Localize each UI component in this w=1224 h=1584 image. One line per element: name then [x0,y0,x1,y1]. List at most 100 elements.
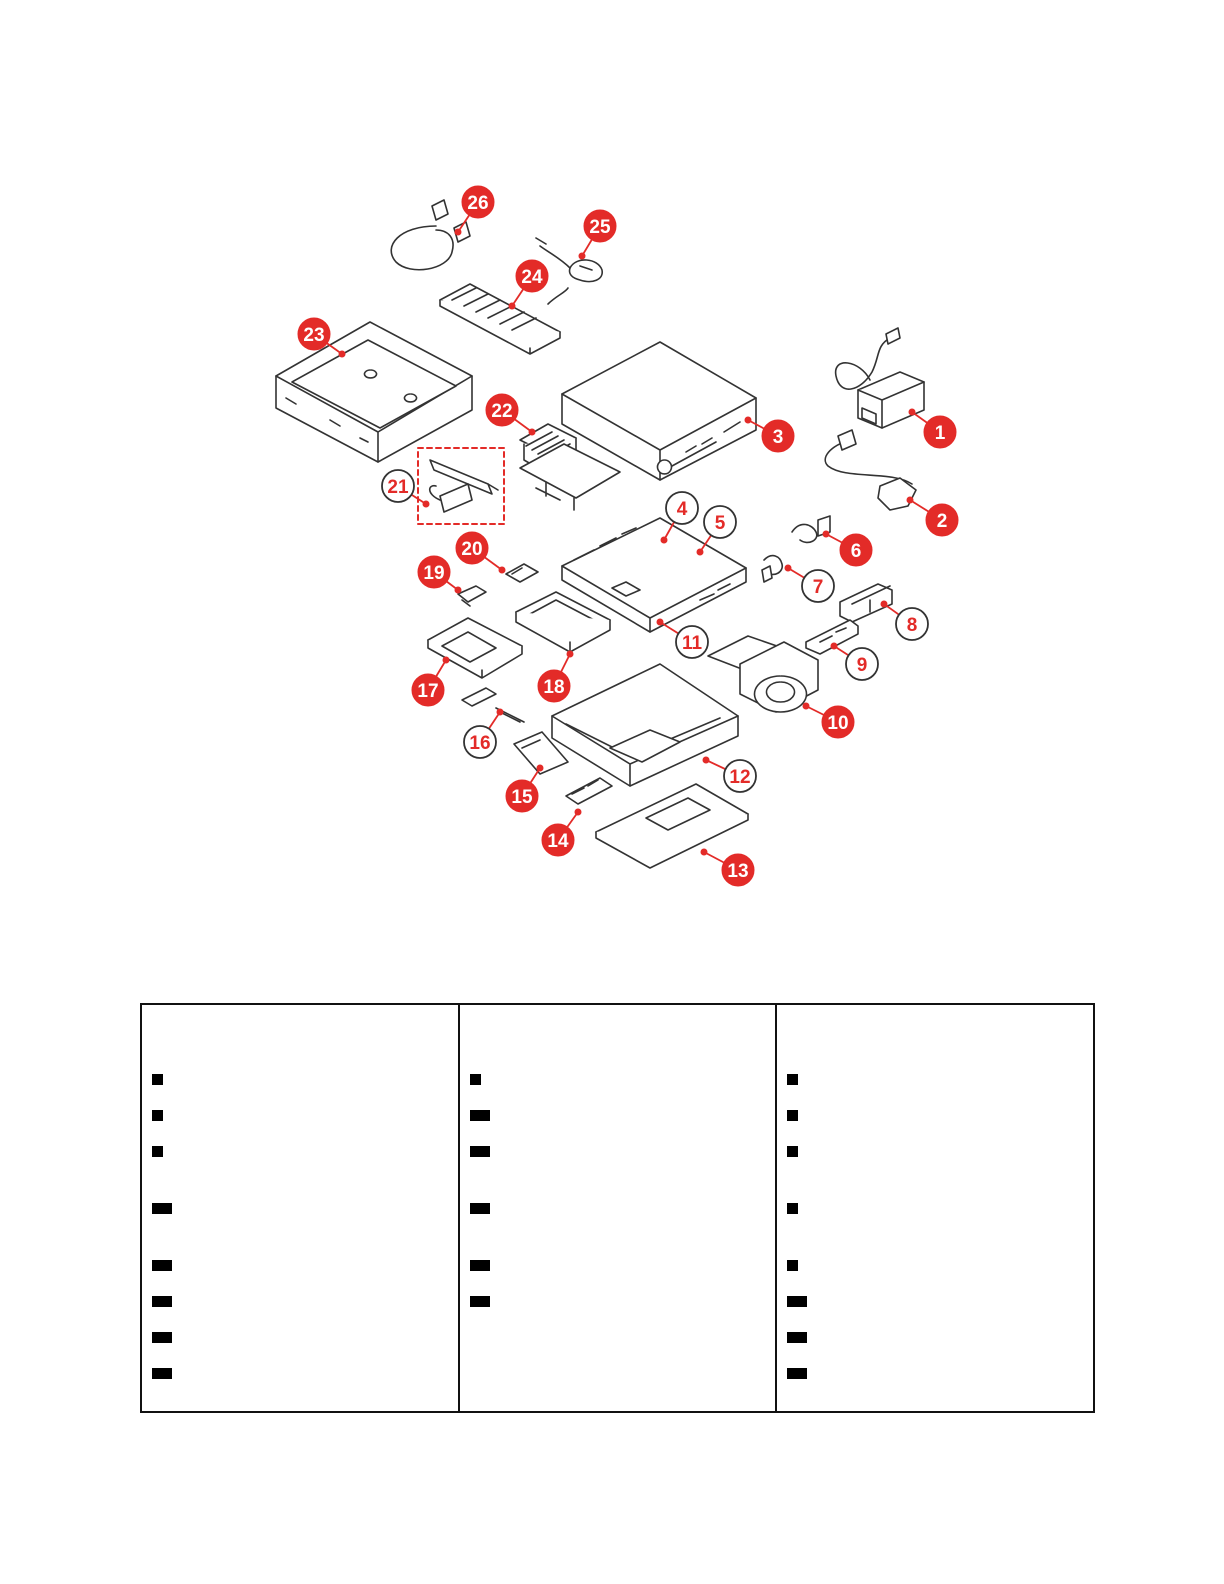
keyboard [439,283,569,355]
legend-mark [787,1203,799,1214]
callout-number: 14 [547,831,569,852]
legend-mark [469,1260,490,1271]
leader-dot-11 [656,618,664,626]
legend-mark [469,1203,490,1214]
leader-dot-21 [422,500,430,508]
callout-number: 22 [491,401,512,422]
callout-number: 20 [461,539,482,560]
legend-mark [152,1074,163,1085]
callout-19: 19 [417,555,451,589]
legend-column-2 [457,1005,776,1411]
leader-dot-1 [908,408,916,416]
wifi-card [505,563,539,583]
callout-10: 10 [821,705,855,739]
callout-2: 2 [925,503,959,537]
rear-bracket [839,583,893,623]
legend-mark [787,1368,808,1379]
leader-dot-25 [578,252,586,260]
leader-dot-23 [338,350,346,358]
leader-dot-22 [528,428,536,436]
callout-number: 15 [511,787,533,808]
memory-module [565,777,613,805]
callout-21: 21 [381,469,415,503]
callout-number: 16 [469,733,490,754]
callout-number: 23 [303,325,324,346]
bottom-cover [595,783,749,869]
callout-16: 16 [463,725,497,759]
internal-cable [761,554,784,583]
callout-number: 24 [521,267,543,288]
callout-8: 8 [895,607,929,641]
callout-number: 18 [543,677,564,698]
callout-18: 18 [537,669,571,703]
legend-mark [469,1110,490,1121]
leader-dot-20 [498,566,506,574]
callout-25: 25 [583,209,617,243]
leader-dot-18 [566,650,574,658]
legend-mark [152,1260,172,1271]
legend-mark [469,1146,490,1157]
power-cord [824,429,917,511]
callout-number: 9 [857,655,868,676]
drive-bracket [515,591,611,653]
callout-number: 13 [727,861,748,882]
legend-mark [152,1203,172,1214]
legend-column-3 [775,1005,1093,1411]
mouse [535,237,603,283]
callout-number: 21 [387,477,409,498]
leader-dot-7 [784,564,792,572]
callout-number: 12 [729,767,750,788]
leader-dot-4 [660,536,668,544]
callout-number: 2 [937,511,948,532]
support-bracket [805,619,859,655]
leader-dot-3 [744,416,752,424]
chassis [551,663,739,787]
callout-4: 4 [665,491,699,525]
callout-number: 6 [851,541,862,562]
callout-24: 24 [515,259,549,293]
callout-number: 26 [467,193,488,214]
callout-3: 3 [761,419,795,453]
callout-15: 15 [505,779,539,813]
storage-drive [427,617,523,679]
legend-column-1 [142,1005,458,1411]
legend-mark [152,1296,172,1307]
legend-mark [787,1110,799,1121]
leader-dot-15 [536,764,544,772]
system-fan [707,635,819,713]
power-button-cable [791,515,831,544]
callout-1: 1 [923,415,957,449]
cable-lock [390,199,471,271]
legend-mark [152,1368,172,1379]
callout-6: 6 [839,533,873,567]
callout-9: 9 [845,647,879,681]
callout-22: 22 [485,393,519,427]
legend-mark [469,1296,490,1307]
legend-mark [787,1332,808,1343]
leader-dot-8 [880,600,888,608]
callout-23: 23 [297,317,331,351]
callout-number: 11 [682,633,703,654]
leader-dot-13 [700,848,708,856]
callout-number: 25 [589,217,611,238]
callout-17: 17 [411,673,445,707]
callout-number: 19 [423,563,444,584]
leader-dot-26 [454,228,462,236]
heat-sink [519,423,621,511]
callout-14: 14 [541,823,575,857]
callout-11: 11 [675,625,709,659]
callout-number: 4 [677,499,688,520]
callout-20: 20 [455,531,489,565]
legend-mark [152,1110,163,1121]
callout-7: 7 [801,569,835,603]
callout-5: 5 [703,505,737,539]
legend-mark [787,1260,799,1271]
callout-number: 1 [935,423,946,444]
drive-clip [457,585,487,607]
m2-card-bracket [461,687,525,723]
legend-mark [152,1332,172,1343]
parts-legend-table [140,1003,1095,1413]
system-board [561,517,747,633]
power-adapter [834,327,925,429]
